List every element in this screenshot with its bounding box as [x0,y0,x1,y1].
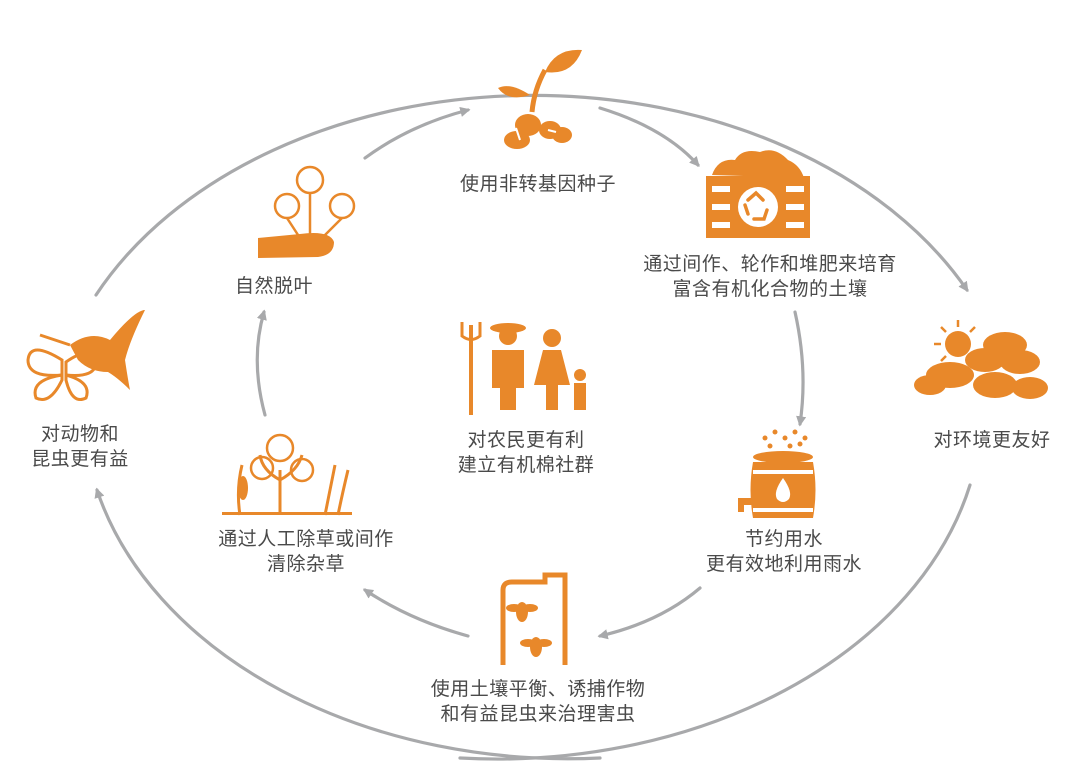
label-environment: 对环境更友好 [933,428,1050,453]
label-environment-line-1: 对环境更友好 [933,429,1051,451]
bird-butterfly-icon [26,310,145,401]
outer-arc-right [458,483,972,761]
label-defoliate-line-1: 自然脱叶 [234,275,314,297]
sprout-icon [498,49,582,149]
arrow-defoliate-to-seeds [363,106,471,160]
label-animals: 对动物和 昆虫更有益 [31,422,129,472]
rain-barrel-icon [738,429,816,518]
label-animals-line-2: 昆虫更有益 [31,448,129,470]
arrow-soil-to-water [793,310,807,427]
label-farmers-line-1: 对农民更有利 [467,429,585,451]
arrow-weeds-to-defoliate [255,309,267,417]
outer-arc-left [94,487,602,761]
label-farmers-line-2: 建立有机棉社群 [457,454,595,476]
label-soil: 通过间作、轮作和堆肥来培育 富含有机化合物的土壤 [643,252,897,302]
arrow-pests-to-weeds [362,588,470,638]
label-pests: 使用土壤平衡、诱捕作物 和有益昆虫来治理害虫 [431,677,646,727]
label-animals-line-1: 对动物和 [40,423,120,445]
arrow-water-to-pests [597,586,702,640]
arrow-seeds-to-soil [598,106,700,167]
label-soil-line-1: 通过间作、轮作和堆肥来培育 [643,253,897,275]
label-weeds: 通过人工除草或间作 清除杂草 [218,527,394,577]
sun-clouds-icon [914,320,1048,399]
cotton-hand-icon [258,165,356,258]
label-farmers: 对农民更有利 建立有机棉社群 [458,428,595,478]
outer-cycle [94,93,972,761]
label-defoliate: 自然脱叶 [235,274,313,299]
inner-cycle [255,106,807,640]
label-weeds-line-2: 清除杂草 [266,553,346,575]
cotton-plants-icon [222,433,352,516]
label-weeds-line-1: 通过人工除草或间作 [218,528,394,550]
label-seeds-line-1: 使用非转基因种子 [459,173,617,195]
label-water-line-1: 节约用水 [744,528,824,550]
label-water-line-2: 更有效地利用雨水 [705,553,863,575]
compost-bin-icon [706,150,810,238]
label-soil-line-2: 富含有机化合物的土壤 [672,278,868,300]
label-pests-line-2: 和有益昆虫来治理害虫 [440,703,636,725]
label-pests-line-1: 使用土壤平衡、诱捕作物 [430,678,646,700]
insect-trap-icon [500,572,568,665]
outer-arc-top [94,93,969,297]
label-water: 节约用水 更有效地利用雨水 [706,527,862,577]
farmer-family-icon [460,322,586,415]
label-seeds: 使用非转基因种子 [460,172,616,197]
